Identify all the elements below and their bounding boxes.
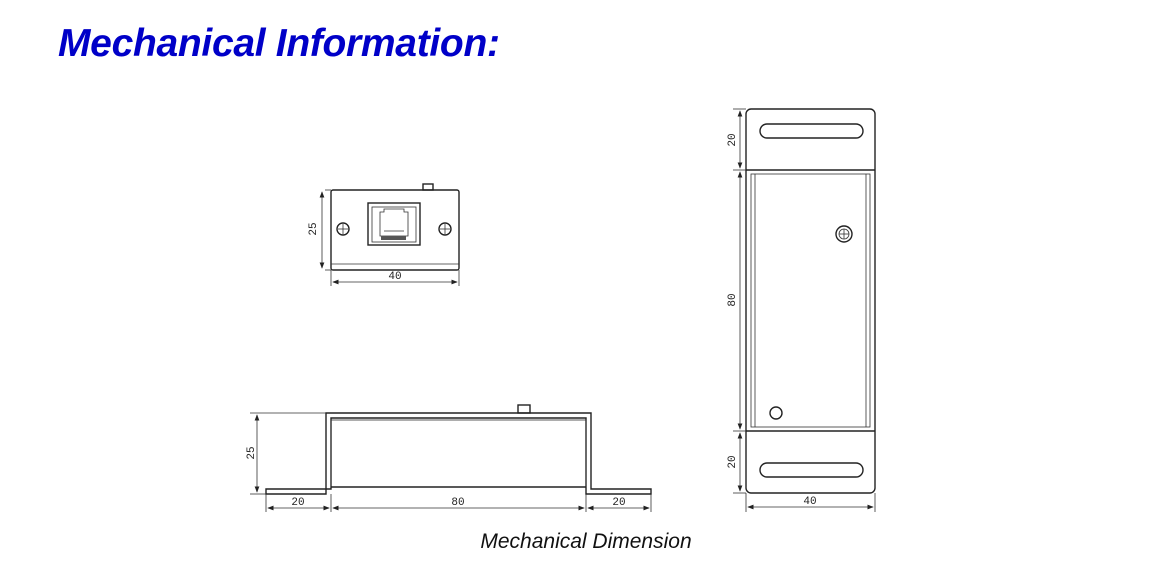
side-height-label: 25 — [246, 446, 258, 459]
right-screw-icon — [438, 222, 452, 236]
top-body-length-label: 80 — [727, 293, 739, 306]
front-housing — [330, 189, 460, 271]
front-height-label: 25 — [308, 222, 320, 235]
side-flange-right-label: 20 — [612, 497, 625, 509]
top-width-label: 40 — [803, 496, 816, 508]
side-button-icon — [517, 404, 531, 414]
rj45-port-icon — [367, 202, 421, 246]
top-flange-bottom-label: 20 — [727, 455, 739, 468]
side-bracket-outline — [265, 412, 652, 495]
top-mounting-slot-icon — [759, 123, 864, 139]
top-view: 20 80 20 40 — [727, 108, 876, 512]
side-view: 25 20 80 20 — [246, 404, 652, 512]
figure-caption: Mechanical Dimension — [480, 530, 692, 553]
led-hole-icon — [769, 406, 783, 420]
page-title: Mechanical Information: — [58, 22, 500, 65]
top-view-screw-icon — [835, 225, 853, 243]
bottom-mounting-slot-icon — [759, 462, 864, 478]
front-width-label: 40 — [388, 271, 401, 283]
left-screw-icon — [336, 222, 350, 236]
front-view: 25 40 — [308, 183, 460, 286]
side-body-length-label: 80 — [451, 497, 464, 509]
side-flange-left-label: 20 — [291, 497, 304, 509]
top-flange-top-label: 20 — [727, 133, 739, 146]
front-button-icon — [422, 183, 434, 191]
top-bracket-outline — [745, 108, 876, 494]
